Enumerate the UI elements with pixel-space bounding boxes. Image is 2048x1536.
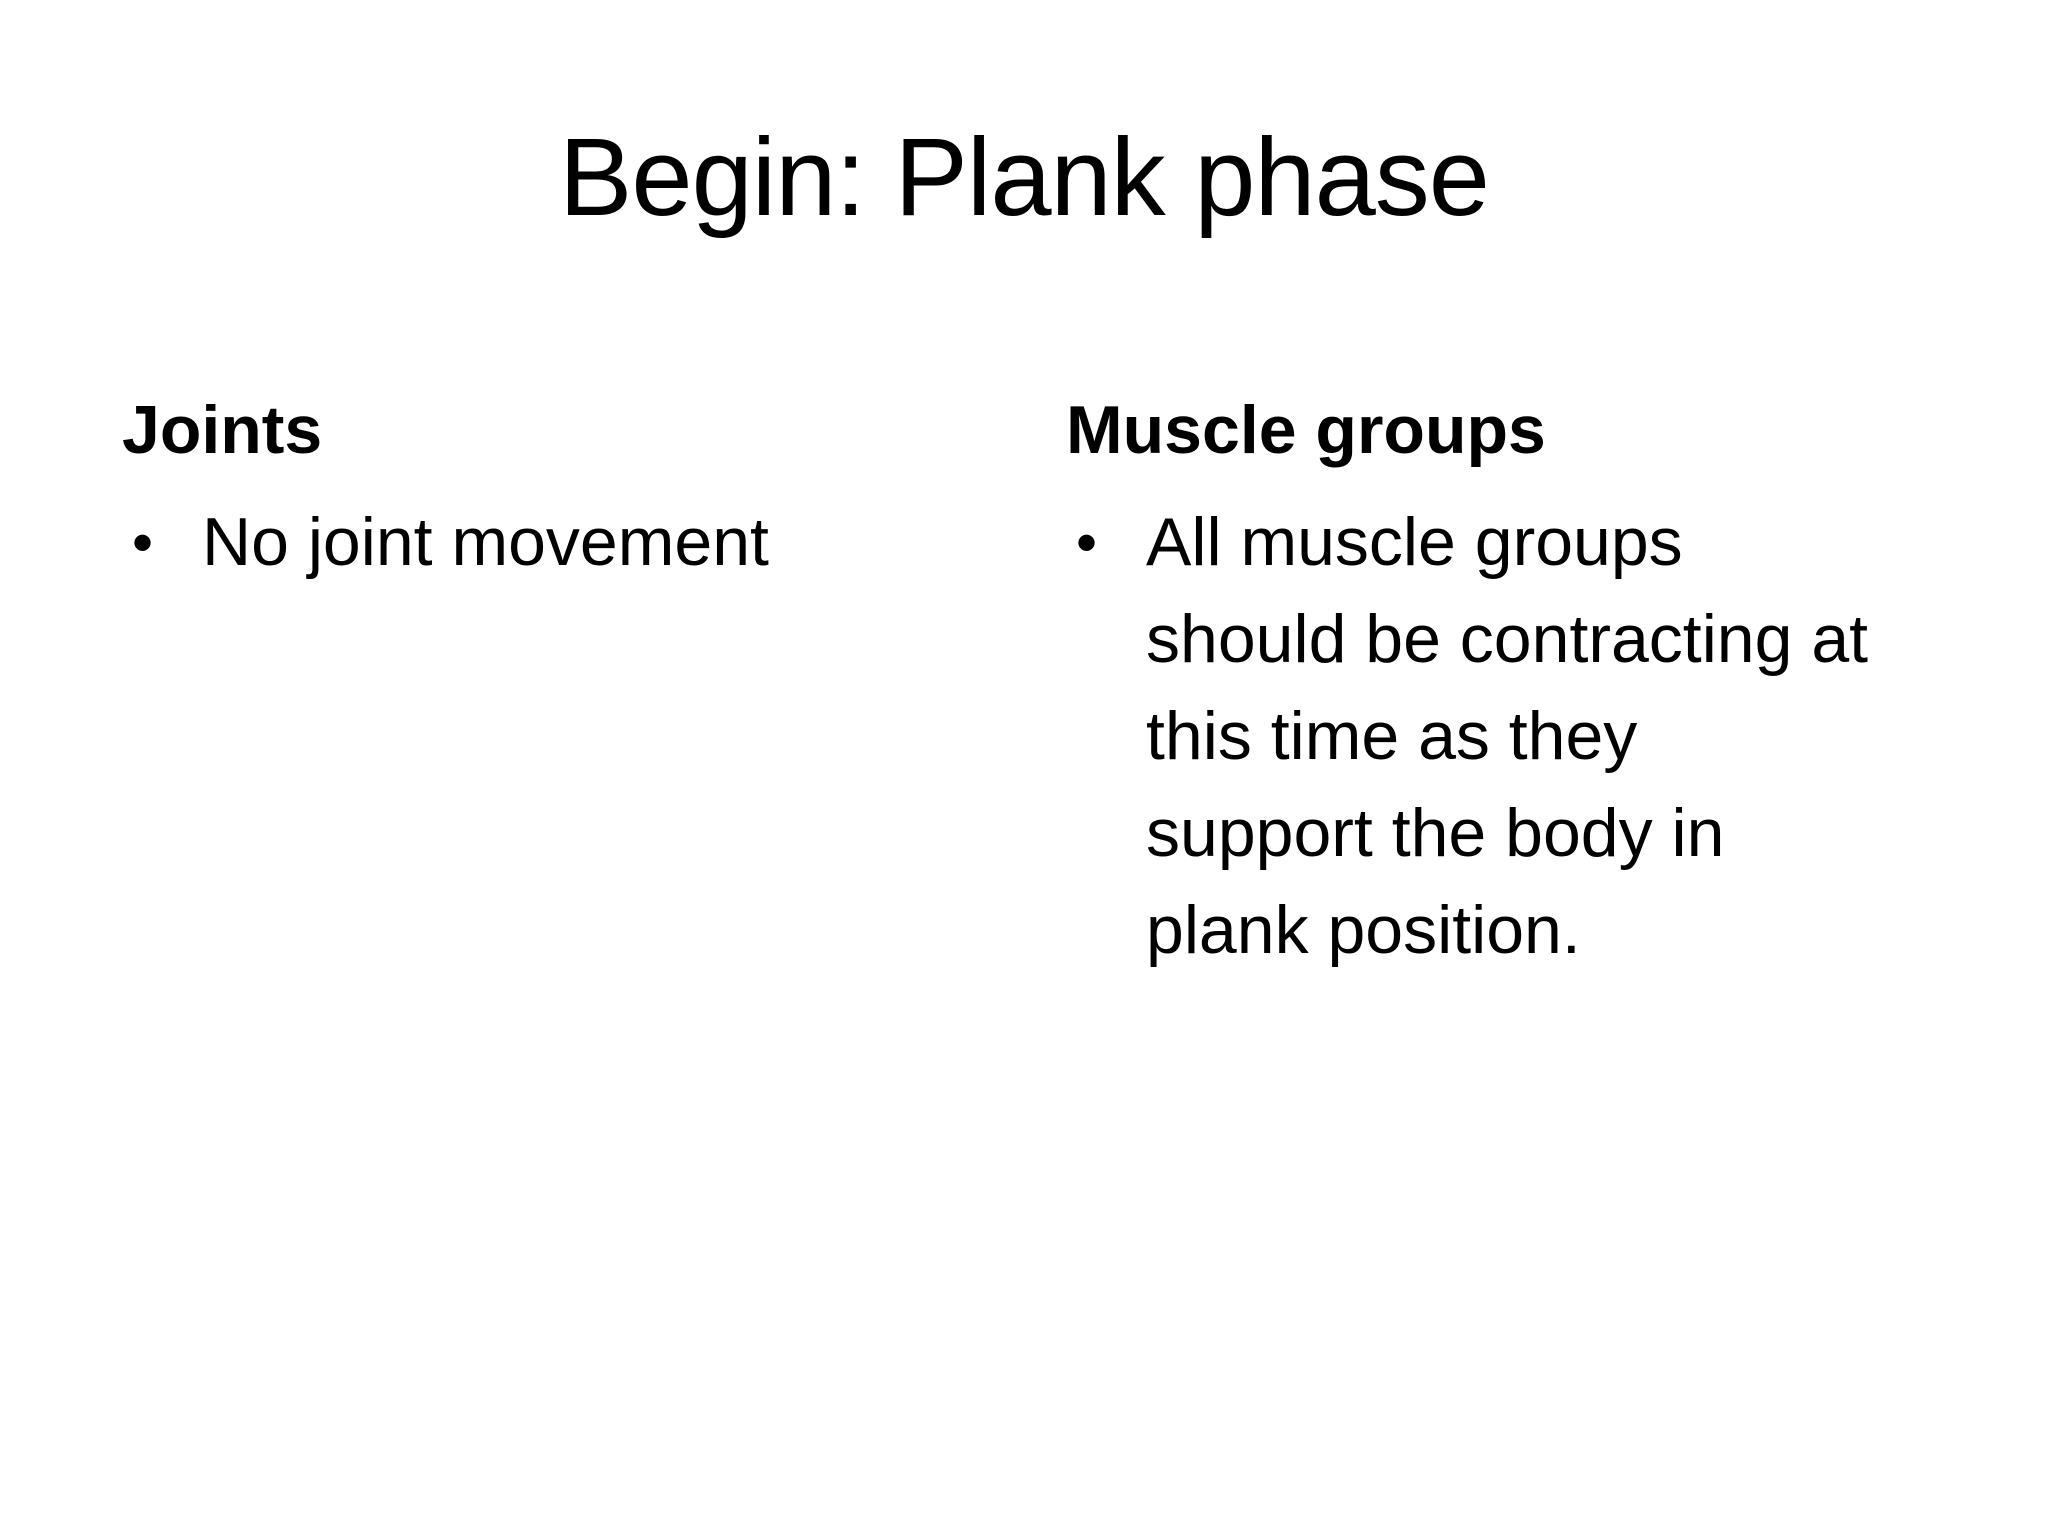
column-muscle-groups: Muscle groups • All muscle groups should… <box>1066 382 2006 989</box>
bullet-list-joints: • No joint movement <box>122 494 1002 591</box>
bullet-icon: • <box>132 509 154 576</box>
bullet-icon: • <box>1076 509 1098 576</box>
bullet-list-muscle-groups: • All muscle groups should be contractin… <box>1066 494 2006 979</box>
slide-title: Begin: Plank phase <box>559 116 1490 239</box>
bullet-text: All muscle groups should be contracting … <box>1146 504 1869 968</box>
column-heading-muscle-groups: Muscle groups <box>1066 392 1546 468</box>
bullet-text: No joint movement <box>202 504 769 580</box>
list-item: • No joint movement <box>122 494 1002 591</box>
column-heading-joints: Joints <box>122 392 323 468</box>
list-item: • All muscle groups should be contractin… <box>1066 494 2006 979</box>
column-joints: Joints • No joint movement <box>122 382 1002 601</box>
